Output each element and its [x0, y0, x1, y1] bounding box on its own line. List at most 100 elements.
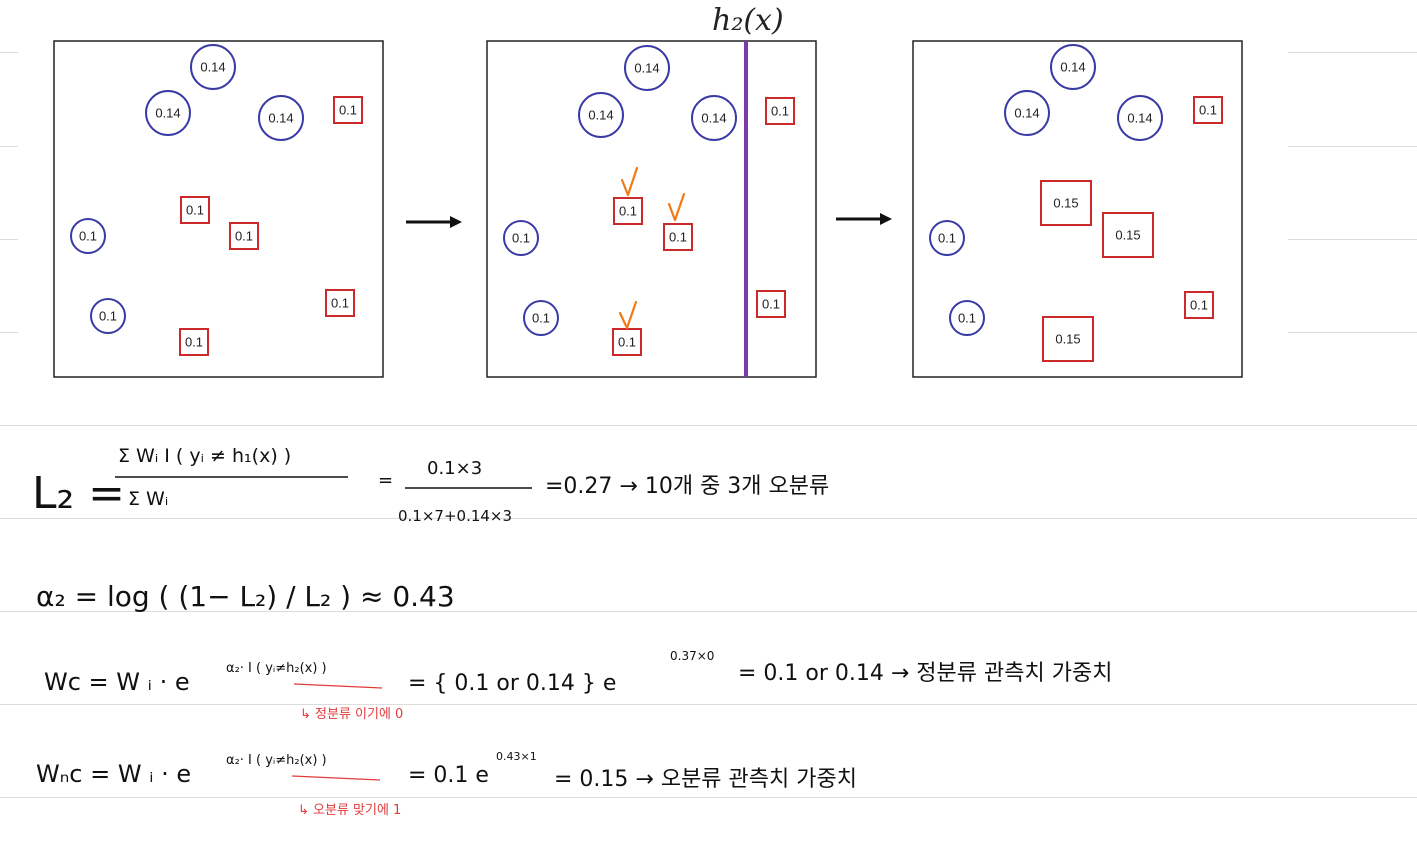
point-weight-label: 0.1 [1199, 103, 1217, 118]
point-weight-label: 0.14 [1060, 60, 1085, 75]
point-weight-label: 0.14 [155, 106, 180, 121]
point-weight-label: 0.1 [99, 309, 117, 324]
notebook-rule [1288, 52, 1417, 53]
circle-point: 0.1 [929, 220, 965, 256]
point-weight-label: 0.1 [771, 104, 789, 119]
point-weight-label: 0.15 [1055, 332, 1080, 347]
circle-point: 0.14 [145, 90, 191, 136]
point-weight-label: 0.1 [79, 229, 97, 244]
point-weight-label: 0.1 [235, 229, 253, 244]
square-point: 0.1 [1193, 96, 1223, 124]
wnc-exponent: α₂· I ( yᵢ≠h₂(x) ) [226, 753, 327, 768]
point-weight-label: 0.14 [588, 108, 613, 123]
square-point: 0.1 [765, 97, 795, 125]
points-layer: 0.14 0.14 0.14 0.1 0.1 0.1 0.1 0.1 0.1 0.1 0.14 0.1… [70, 44, 1223, 362]
checkmark-icon [667, 192, 686, 222]
square-point: 0.1 [613, 197, 643, 225]
wc-exponent: α₂· I ( yᵢ≠h₂(x) ) [226, 661, 327, 676]
loss-denominator: Σ Wᵢ [128, 488, 168, 510]
panel-1-frame [53, 40, 384, 378]
square-point: 0.1 [333, 96, 363, 124]
point-weight-label: 0.1 [331, 296, 349, 311]
wc-tail: = 0.1 or 0.14 → 정분류 관측치 가중치 [738, 661, 1112, 686]
notebook-rule [0, 425, 1417, 426]
notebook-rule [0, 704, 1417, 705]
red-underline [293, 683, 383, 689]
circle-point: 0.14 [1050, 44, 1096, 90]
formula-line-1: L₂ = Σ Wᵢ I ( yᵢ ≠ h₁(x) ) Σ Wᵢ = 0.1×3 … [32, 445, 829, 525]
square-point: 0.1 [1184, 291, 1214, 319]
loss-result: =0.27 → 10개 중 3개 오분류 [545, 474, 829, 499]
arrow-right-icon [836, 213, 892, 225]
wnc-exponent-2: 0.43×1 [496, 750, 537, 763]
point-weight-label: 0.15 [1115, 228, 1140, 243]
point-weight-label: 0.1 [762, 297, 780, 312]
wnc-tail: = 0.15 → 오분류 관측치 가중치 [554, 767, 857, 792]
wc-lhs: Wc = W ᵢ · e [44, 668, 190, 696]
notebook-rule [0, 611, 1417, 612]
square-point: 0.1 [756, 290, 786, 318]
classifier-title: h₂(x) [712, 3, 784, 38]
formula-line-2: α₂ = log ( (1− L₂) / L₂ ) ≈ 0.43 [36, 580, 455, 613]
checkmark-icon [620, 166, 639, 197]
notebook-rule [0, 239, 18, 240]
circle-point: 0.14 [624, 45, 670, 91]
loss-lhs: L₂ = [32, 468, 125, 519]
point-weight-label: 0.15 [1053, 196, 1078, 211]
point-weight-label: 0.1 [512, 231, 530, 246]
notebook-rule [1288, 332, 1417, 333]
notebook-rule [0, 332, 18, 333]
circle-point: 0.14 [1117, 95, 1163, 141]
point-weight-label: 0.14 [1127, 111, 1152, 126]
square-point: 0.1 [229, 222, 259, 250]
circle-point: 0.1 [70, 218, 106, 254]
point-weight-label: 0.1 [938, 231, 956, 246]
wc-rest: = { 0.1 or 0.14 } e [408, 671, 616, 696]
point-weight-label: 0.14 [701, 111, 726, 126]
panel-2-frame [486, 40, 817, 378]
square-point: 0.15 [1040, 180, 1092, 226]
point-weight-label: 0.14 [634, 61, 659, 76]
notebook-rule [1288, 239, 1417, 240]
notebook-rule [0, 146, 18, 147]
point-weight-label: 0.14 [200, 60, 225, 75]
calc-denominator: 0.1×7+0.14×3 [398, 507, 512, 525]
alpha-formula: α₂ = log ( (1− L₂) / L₂ ) ≈ 0.43 [36, 580, 455, 613]
wnc-rest: = 0.1 e [408, 763, 489, 788]
point-weight-label: 0.1 [532, 311, 550, 326]
panel-3-frame [912, 40, 1243, 378]
red-underline [291, 775, 381, 781]
calc-numerator: 0.1×3 [427, 458, 482, 479]
square-point: 0.1 [179, 328, 209, 356]
point-weight-label: 0.1 [1190, 298, 1208, 313]
circle-point: 0.14 [190, 44, 236, 90]
square-point: 0.15 [1042, 316, 1094, 362]
correct-note: ↳ 정분류 이기에 0 [300, 707, 403, 722]
notebook-rule [1288, 146, 1417, 147]
square-point: 0.1 [180, 196, 210, 224]
notebook-rule [0, 797, 1417, 798]
wnc-lhs: Wₙc = W ᵢ · e [36, 760, 191, 788]
circle-point: 0.14 [258, 95, 304, 141]
point-weight-label: 0.1 [958, 311, 976, 326]
circle-point: 0.1 [90, 298, 126, 334]
circle-point: 0.1 [523, 300, 559, 336]
point-weight-label: 0.1 [339, 103, 357, 118]
circle-point: 0.14 [578, 92, 624, 138]
square-point: 0.15 [1102, 212, 1154, 258]
point-weight-label: 0.1 [186, 203, 204, 218]
formula-line-3: Wc = W ᵢ · e α₂· I ( yᵢ≠h₂(x) ) = { 0.1 … [44, 649, 1112, 696]
notebook-rule [0, 518, 1417, 519]
point-weight-label: 0.1 [619, 204, 637, 219]
wc-exponent-2: 0.37×0 [670, 649, 714, 663]
square-point: 0.1 [612, 328, 642, 356]
square-point: 0.1 [325, 289, 355, 317]
point-weight-label: 0.14 [268, 111, 293, 126]
arrow-right-icon [406, 216, 462, 228]
circle-point: 0.14 [1004, 90, 1050, 136]
circle-point: 0.14 [691, 95, 737, 141]
wrong-note: ↳ 오분류 맞기에 1 [298, 803, 401, 818]
point-weight-label: 0.1 [669, 230, 687, 245]
point-weight-label: 0.14 [1014, 106, 1039, 121]
point-weight-label: 0.1 [185, 335, 203, 350]
